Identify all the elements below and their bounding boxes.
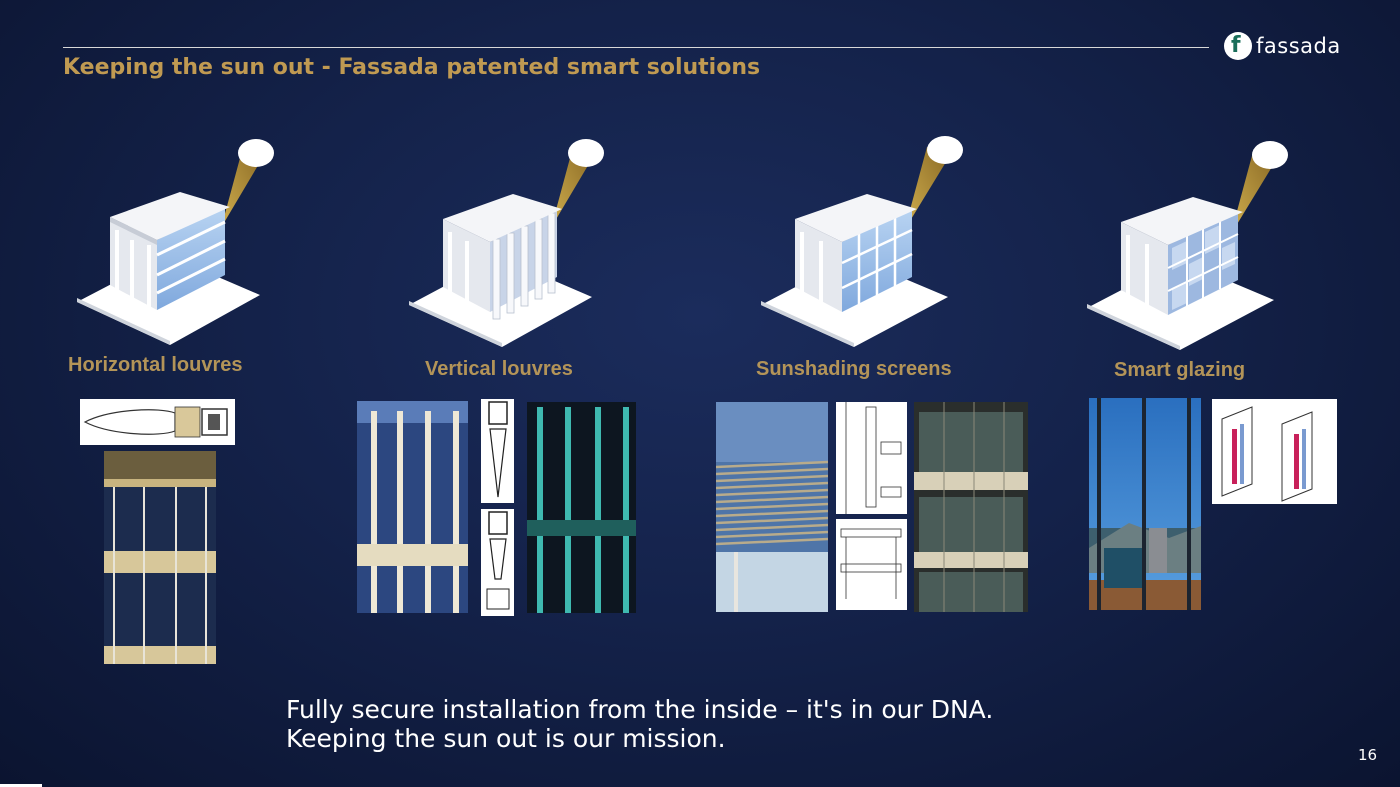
smart-glazing-interior-photo — [1089, 398, 1201, 610]
column-label-horizontal-louvres: Horizontal louvres — [68, 354, 243, 376]
logo-text: fassada — [1256, 34, 1341, 58]
building-illustration-smart-glazing — [1087, 141, 1288, 350]
vertical-louvre-section-top — [481, 399, 514, 503]
column-label-sunshading-screens: Sunshading screens — [756, 358, 952, 380]
sun-icon — [238, 139, 274, 167]
horizontal-louvre-section-drawing — [80, 399, 235, 445]
building-illustration-horizontal — [77, 139, 274, 345]
sun-icon — [568, 139, 604, 167]
sun-icon — [927, 136, 963, 164]
sunshading-screens-photo — [716, 402, 828, 612]
footer-line-1: Fully secure installation from the insid… — [286, 695, 994, 724]
vertical-louvre-section-bottom — [481, 509, 514, 616]
top-rule — [63, 47, 1209, 48]
logo-icon: f — [1224, 32, 1252, 60]
vertical-louvres-night-photo — [527, 402, 636, 613]
bottom-accent-line — [0, 784, 42, 787]
building-illustration-vertical — [409, 139, 604, 347]
footer-message: Fully secure installation from the insid… — [286, 695, 993, 753]
brand-logo: f fassada — [1224, 32, 1341, 60]
horizontal-louvres-photo — [104, 451, 216, 664]
footer-line-2: Keeping the sun out is our mission. — [286, 724, 726, 753]
sunshading-section-drawing-top — [836, 402, 907, 514]
sunshading-section-drawing-bottom — [836, 519, 907, 610]
slide-title: Keeping the sun out - Fassada patented s… — [63, 55, 761, 80]
smart-glazing-profile-drawing — [1212, 399, 1337, 504]
building-illustration-screens — [761, 136, 963, 347]
sunshading-screens-building-photo — [914, 402, 1028, 612]
page-number: 16 — [1358, 746, 1378, 764]
vertical-louvres-photo — [357, 401, 468, 613]
sun-icon — [1252, 141, 1288, 169]
column-label-smart-glazing: Smart glazing — [1114, 359, 1246, 381]
column-label-vertical-louvres: Vertical louvres — [425, 358, 573, 380]
